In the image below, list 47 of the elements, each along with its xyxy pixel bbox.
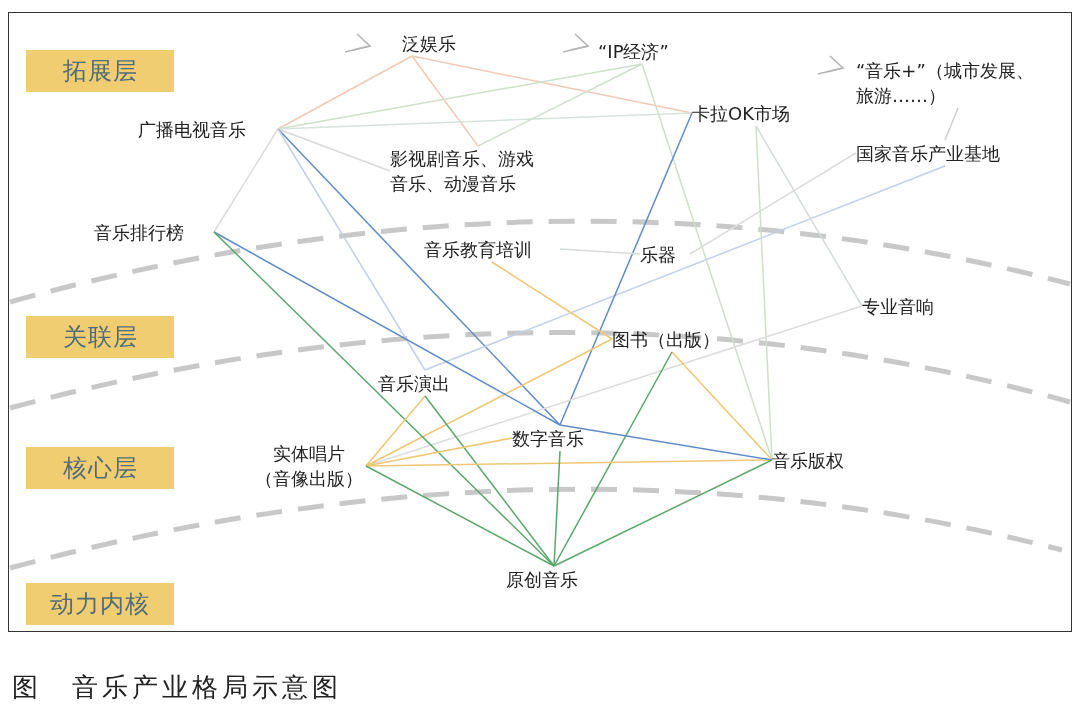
- node-label: 音乐演出: [378, 370, 472, 396]
- connector-line: [365, 465, 555, 567]
- connector-line: [365, 395, 426, 467]
- layer-label: 拓展层: [26, 50, 174, 92]
- connector-line: [553, 351, 673, 567]
- node-label: 专业音响: [862, 293, 960, 319]
- figure-caption: 图 音乐产业格局示意图: [12, 671, 342, 704]
- connector-line: [365, 338, 613, 467]
- connector-line: [277, 55, 413, 130]
- connector-line: [755, 125, 773, 461]
- connector-line: [944, 107, 959, 141]
- node-label: 音乐排行榜: [94, 219, 214, 245]
- node-label: 国家音乐产业基地: [856, 140, 1034, 166]
- connector-line: [277, 128, 561, 426]
- node-label: 实体唱片（音像出版）: [252, 440, 366, 492]
- connector-line: [559, 248, 641, 255]
- node-label: 音乐版权: [772, 447, 868, 473]
- node-label: 音乐教育培训: [424, 236, 560, 262]
- node-label: 乐器: [640, 241, 690, 267]
- connector-line: [559, 424, 773, 461]
- connector-line: [553, 459, 773, 567]
- connector-line: [755, 125, 863, 307]
- connector-line: [213, 128, 279, 233]
- connector-line: [411, 55, 479, 147]
- node-label: 图书（出版）: [612, 326, 738, 352]
- connector-line: [277, 112, 693, 130]
- connector-line: [277, 128, 426, 371]
- connector-line: [424, 165, 946, 371]
- layer-label: 动力内核: [26, 583, 174, 625]
- connector-line: [671, 351, 773, 461]
- connector-line: [553, 450, 561, 567]
- connector-line: [689, 152, 857, 255]
- connector-line: [491, 261, 613, 340]
- node-label: 数字音乐: [512, 425, 608, 451]
- connector-line: [424, 395, 555, 567]
- node-label: 泛娱乐: [402, 30, 464, 56]
- node-label: “IP经济”: [598, 38, 686, 64]
- node-label: 卡拉OK市场: [692, 100, 812, 126]
- layer-label: 核心层: [26, 447, 174, 489]
- connector-line: [277, 128, 391, 172]
- node-label: “音乐+”（城市发展、旅游……）: [856, 58, 1060, 108]
- node-label: 广播电视音乐: [138, 116, 278, 142]
- connector-line: [559, 112, 693, 426]
- layer-label: 关联层: [26, 316, 174, 358]
- node-label: 影视剧音乐、游戏音乐、动漫音乐: [390, 146, 542, 196]
- node-label: 原创音乐: [506, 566, 602, 592]
- connector-line: [477, 63, 643, 147]
